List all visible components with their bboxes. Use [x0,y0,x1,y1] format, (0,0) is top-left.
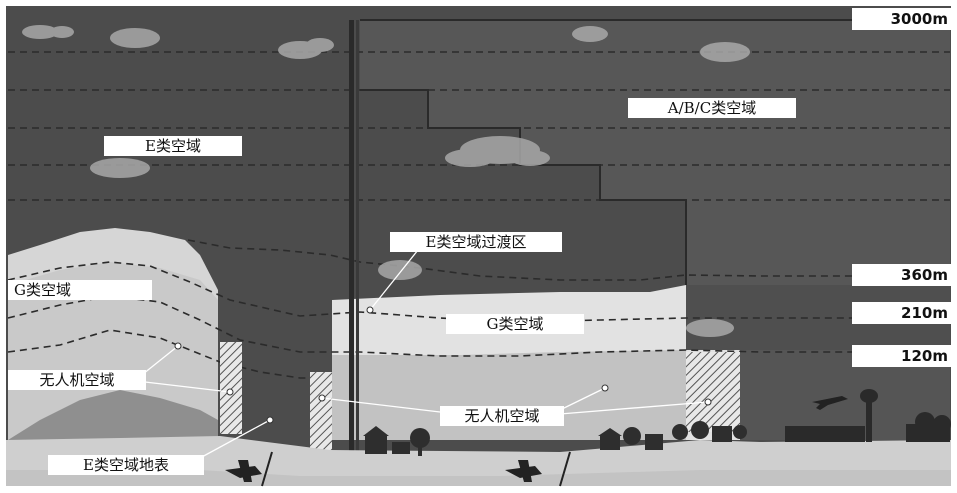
altitude-210m-label: 210m [852,302,954,324]
g-airspace-left-label: G类空域 [8,280,152,300]
left-mountain-low-hill [8,390,218,440]
abc-airspace-region [360,20,950,285]
abc-airspace-label: A/B/C类空域 [628,98,796,118]
airport-skyline [785,389,951,442]
airplane-icon [812,396,848,410]
altitude-360m-label: 360m [852,264,954,286]
left-boundary-pole [349,20,354,460]
pointer-dots [174,306,712,424]
uav-airspace-center-label: 无人机空域 [440,406,564,426]
runway-lines [261,451,571,487]
right-uav-hatch [686,352,740,432]
ground-airplanes [225,460,542,482]
e-transition-zone-label: E类空域过渡区 [390,232,562,252]
e-airspace-surface-label: E类空域地表 [48,455,204,475]
left-mountain-upper-shade [8,262,218,440]
center-uav-hatch [310,372,332,454]
altitude-3000m-label: 3000m [852,8,954,30]
center-uav-airspace-region [332,350,686,440]
e-airspace-label: E类空域 [104,136,242,156]
clouds [22,25,750,337]
altitude-120m-label: 120m [852,345,954,367]
pointer-lines [137,249,709,459]
right-uav-airspace-region [740,350,950,440]
uav-airspace-left-label: 无人机空域 [8,370,146,390]
right-boundary-pole [356,20,359,460]
g-airspace-center-label: G类空域 [446,314,584,334]
left-uav-hatch [220,342,242,434]
town-buildings [363,421,747,456]
